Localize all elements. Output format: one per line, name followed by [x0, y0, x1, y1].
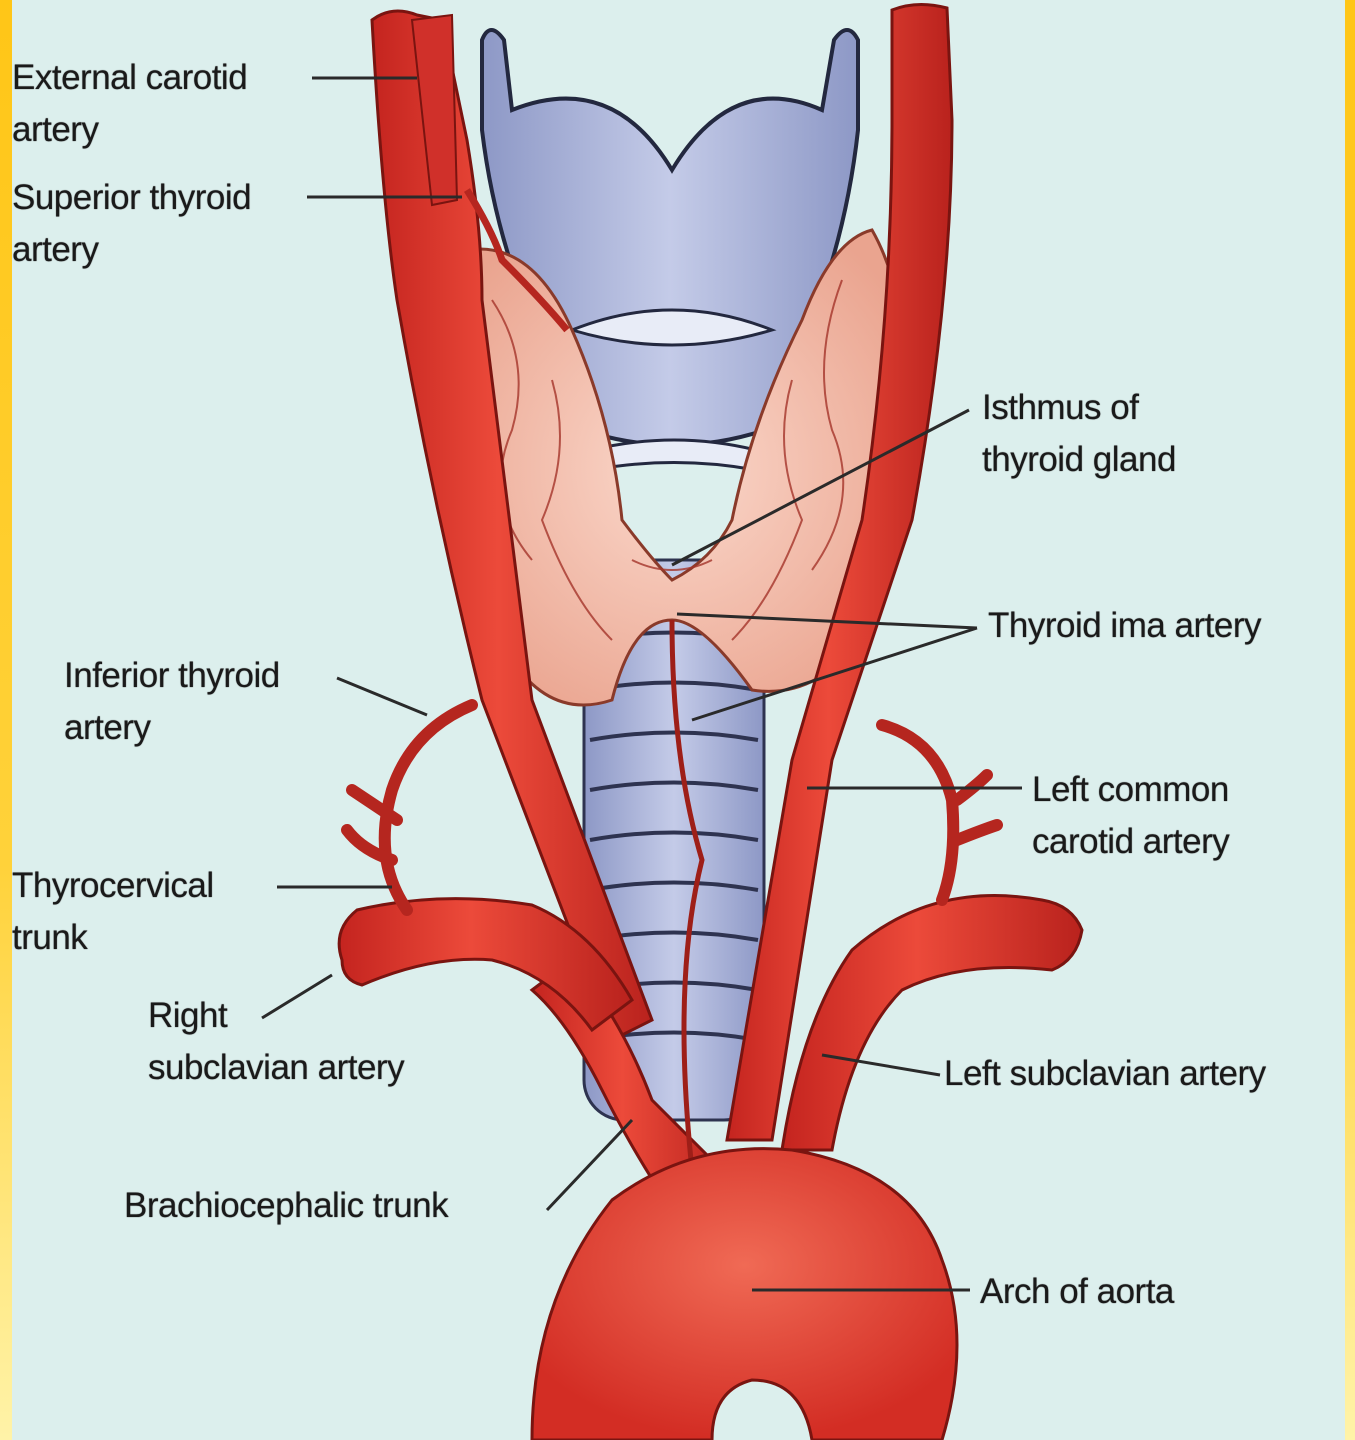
label-brachiocephalic-trunk: Brachiocephalic trunk	[124, 1180, 448, 1232]
label-inferior-thyroid-artery: Inferior thyroid artery	[64, 650, 280, 754]
label-left-common-carotid-artery: Left common carotid artery	[1032, 764, 1229, 868]
label-thyrocervical-trunk: Thyrocervical trunk	[12, 860, 214, 964]
diagram-canvas: External carotid artery Superior thyroid…	[12, 0, 1345, 1440]
label-superior-thyroid-artery: Superior thyroid artery	[12, 172, 251, 276]
aortic-arch	[532, 1149, 957, 1440]
left-subclavian-shape	[782, 896, 1082, 1150]
label-left-subclavian-artery: Left subclavian artery	[944, 1048, 1266, 1100]
label-thyroid-ima-artery: Thyroid ima artery	[988, 600, 1261, 652]
label-isthmus-of-thyroid-gland: Isthmus of thyroid gland	[982, 382, 1176, 486]
label-external-carotid-artery: External carotid artery	[12, 52, 247, 156]
label-arch-of-aorta: Arch of aorta	[980, 1266, 1174, 1318]
label-right-subclavian-artery: Right subclavian artery	[148, 990, 404, 1094]
